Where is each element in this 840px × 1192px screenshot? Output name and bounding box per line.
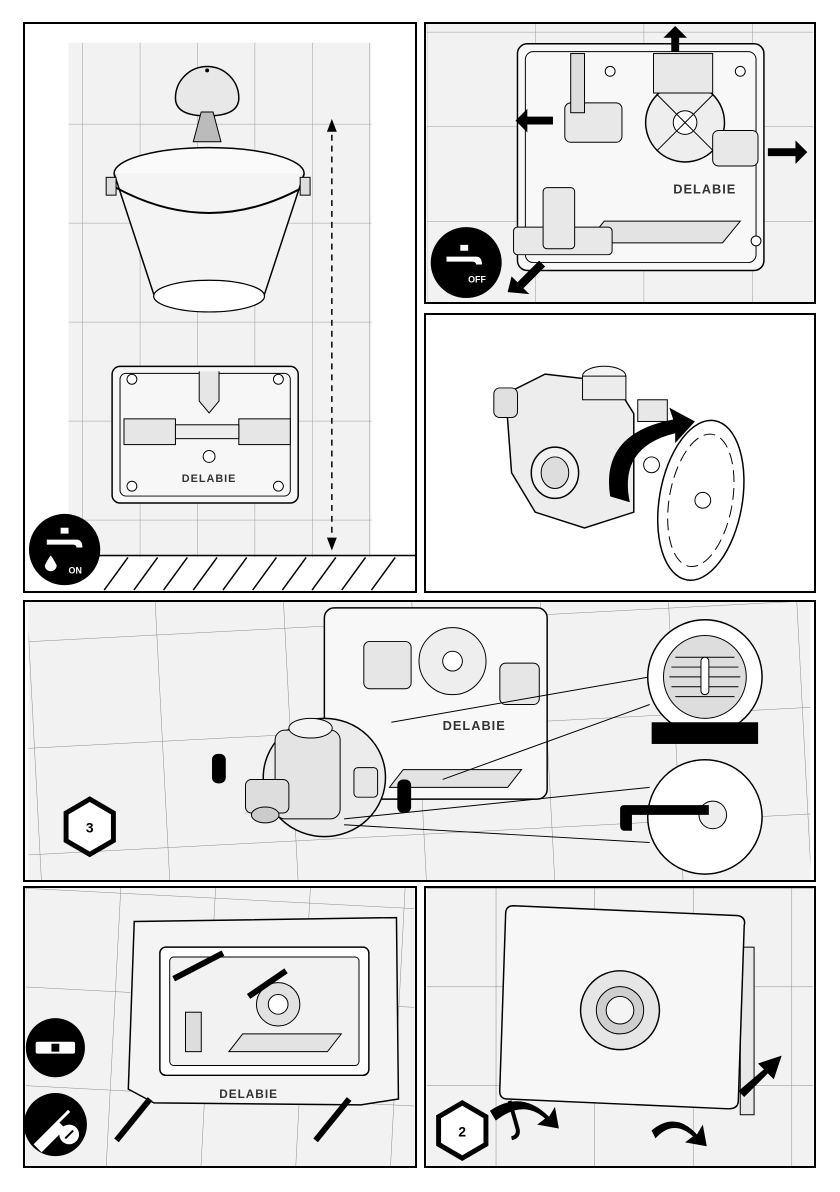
floor-hatch — [90, 555, 415, 590]
mounting-plate — [646, 414, 756, 588]
spirit-level-badge — [26, 1018, 85, 1077]
hex-key-3mm-badge: 3 — [66, 799, 113, 854]
label-bar — [652, 722, 758, 744]
panel-valve-mounting: DELABIE — [23, 600, 816, 882]
hex-key-2mm-label: 2 — [458, 1124, 466, 1139]
frame-brand-label: DELABIE — [219, 1087, 278, 1101]
panel-mounting-drawing: DELABIE — [25, 602, 814, 880]
panel-valve-drawing — [426, 315, 814, 591]
water-off-badge: OFF — [431, 227, 502, 298]
panel-frame-mounting: DELABIE — [23, 886, 417, 1168]
panel-supply-drawing: DELABIE OFF — [426, 24, 814, 302]
water-off-label: OFF — [468, 274, 486, 284]
water-on-badge: ON — [29, 514, 100, 585]
panel-cover-plate: 2 — [424, 886, 816, 1168]
screwdriver-badge — [25, 1093, 87, 1156]
water-on-label: ON — [69, 565, 82, 575]
hex-key-3mm-label: 3 — [86, 821, 94, 836]
panel-frame-drawing: DELABIE — [25, 888, 415, 1166]
panel-cover-drawing: 2 — [426, 888, 814, 1166]
valve-box: DELABIE — [112, 366, 298, 503]
panel-supply-connections: DELABIE OFF — [424, 22, 816, 304]
panel-flush-drawing: DELABIE ON — [25, 24, 415, 591]
valve-box-brand-label: DELABIE — [182, 473, 237, 485]
valve-box: DELABIE — [514, 44, 764, 271]
panel-flush-installation: DELABIE ON — [23, 22, 417, 593]
cover-plate — [500, 906, 754, 1115]
mounting-frame: DELABIE — [128, 918, 398, 1105]
panel-valve-body — [424, 313, 816, 593]
valve-box-brand-label: DELABIE — [673, 182, 736, 197]
valve-box-brand-label: DELABIE — [443, 718, 506, 733]
hex-key-2mm-badge: 2 — [439, 1103, 486, 1158]
